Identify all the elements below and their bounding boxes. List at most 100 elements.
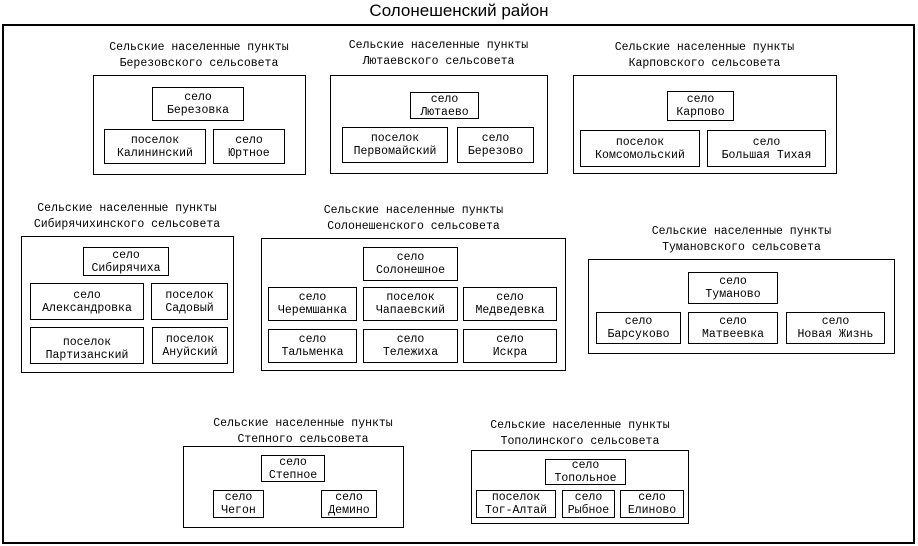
settlement-type: село xyxy=(496,333,524,346)
settlement-type: село xyxy=(574,491,603,504)
settlement-type: поселок xyxy=(491,491,541,504)
settlement-name: Искра xyxy=(492,346,528,359)
caption-line-2: Тумановского сельсовета xyxy=(662,241,821,254)
caption-line-1: Сельские населенные пункты xyxy=(213,417,393,430)
settlement-type: село xyxy=(496,291,524,304)
settlement-type: село xyxy=(335,491,363,504)
settlement-type: село xyxy=(112,248,140,262)
settlement-type: село xyxy=(719,275,747,288)
caption-line-2: Сибирячихинского сельсовета xyxy=(33,218,221,231)
group-caption-soloneshensky: Сельские населенные пункты Солонешенског… xyxy=(261,203,566,235)
group-caption-karpovsky: Сельские населенные пункты Карповского с… xyxy=(573,40,836,72)
caption-line-2: Степного сельсовета xyxy=(237,433,369,446)
group-caption-sibiryachikhinsky: Сельские населенные пункты Сибирячихинск… xyxy=(14,201,240,233)
settlement-type: село xyxy=(224,491,253,504)
group-box-karpovsky xyxy=(573,75,837,174)
settlement-name: Первомайский xyxy=(353,145,437,158)
settlement-name: Ануйский xyxy=(162,345,218,359)
settlement-name: Березово xyxy=(467,145,524,158)
group-caption-tumanovsky: Сельские населенные пункты Тумановского … xyxy=(588,224,895,256)
caption-line-1: Сельские населенные пункты xyxy=(651,225,832,238)
settlement-type: село xyxy=(73,288,101,302)
settlement-type: поселок xyxy=(370,132,420,145)
settlement-name: Елиново xyxy=(627,504,677,517)
settlement-name: Партизанский xyxy=(45,348,129,362)
district-frame xyxy=(2,24,915,544)
settlement-type: село xyxy=(638,491,666,504)
settlement-name: Барсуково xyxy=(607,328,670,341)
caption-line-2: Тополинского сельсовета xyxy=(500,435,660,448)
settlement-name: Калининский xyxy=(117,146,193,160)
caption-line-1: Сельские населенные пункты xyxy=(490,419,670,432)
group-caption-lyutaevsky: Сельские населенные пункты Лютаевского с… xyxy=(330,38,547,70)
settlement-type: село xyxy=(184,91,212,104)
settlement-type: поселок xyxy=(62,335,112,349)
settlement-type: поселок xyxy=(615,135,665,149)
settlement-name: Тог-Алтай xyxy=(484,504,548,517)
group-box-tumanovsky xyxy=(588,259,895,354)
group-box-sibiryachikhinsky xyxy=(21,236,234,373)
settlement-type: село xyxy=(279,455,307,469)
group-caption-berezovsky: Сельские населенные пункты Березовского … xyxy=(93,40,305,72)
settlement-name: Юртное xyxy=(228,146,270,160)
diagram-title: Солонешенский район xyxy=(369,1,549,20)
settlement-name: Медведевка xyxy=(475,304,545,317)
settlement-name: Комсомольский xyxy=(595,148,685,162)
settlement-type: село xyxy=(235,133,263,147)
settlement-name: Карпово xyxy=(676,106,725,119)
settlement-name: Садовый xyxy=(165,301,214,315)
settlement-type: село xyxy=(821,315,850,328)
settlement-type: село xyxy=(430,92,459,106)
caption-line-1: Сельские населенные пункты xyxy=(348,39,529,52)
settlement-name: Матвеевка xyxy=(701,328,765,341)
settlement-name: Степное xyxy=(268,468,318,482)
settlement-name: Солонешное xyxy=(375,264,445,277)
caption-line-1: Сельские населенные пункты xyxy=(37,202,217,215)
group-caption-stepnoy: Сельские населенные пункты Степного сель… xyxy=(183,416,423,448)
settlement-name: Чапаевский xyxy=(375,304,445,317)
group-caption-topolinsky: Сельские населенные пункты Тополинского … xyxy=(466,418,694,450)
caption-line-1: Сельские населенные пункты xyxy=(323,204,504,217)
group-box-lyutaevsky xyxy=(330,75,548,174)
caption-line-2: Карповского сельсовета xyxy=(628,57,781,70)
settlement-type: село xyxy=(624,315,653,328)
group-box-stepnoy xyxy=(183,446,404,528)
settlement-type: поселок xyxy=(165,332,215,346)
caption-line-2: Солонешенского сельсовета xyxy=(327,220,500,233)
settlement-type: поселок xyxy=(165,288,214,302)
settlement-name: Большая Тихая xyxy=(721,148,812,162)
settlement-name: Туманово xyxy=(705,288,761,301)
